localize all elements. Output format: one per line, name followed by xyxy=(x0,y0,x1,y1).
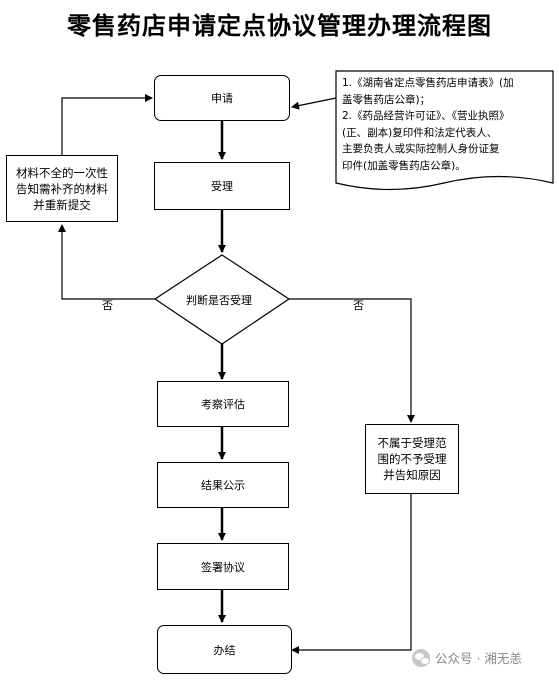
note-document-shape xyxy=(335,70,554,191)
not-accepted-box: 不属于受理范 围的不予受理 并告知原因 xyxy=(365,424,459,494)
step-evaluate: 考察评估 xyxy=(157,381,289,427)
not-accepted-line-2: 围的不予受理 xyxy=(377,452,447,466)
note-line-4: (正、副本)复印件和法定代表人、 xyxy=(342,126,498,139)
note-line-5: 主要负责人或实际控制人身份证复 xyxy=(342,143,500,155)
watermark: 公众号 · 湘无恙 xyxy=(412,648,522,667)
no-label-left: 否 xyxy=(102,299,113,312)
step-finish: 办结 xyxy=(157,625,292,674)
watermark-text: 公众号 · 湘无恙 xyxy=(435,651,522,666)
step-publicize: 结果公示 xyxy=(157,462,289,508)
decision-diamond xyxy=(153,254,291,345)
step-evaluate-label: 考察评估 xyxy=(201,398,245,411)
incomplete-line-2: 告知需补齐的材料 xyxy=(16,181,108,196)
arrow-decide-right-box xyxy=(289,298,415,423)
incomplete-line-3: 并重新提交 xyxy=(33,197,91,212)
arrow-left-box-apply xyxy=(61,94,153,155)
step-accept-label: 受理 xyxy=(211,180,233,193)
note-line-2: 盖零售药店公章)； xyxy=(342,93,431,106)
step-apply: 申请 xyxy=(154,75,290,121)
incomplete-line-1: 材料不全的一次性 xyxy=(16,165,108,180)
step-publicize-label: 结果公示 xyxy=(201,479,245,492)
not-accepted-line-3: 并告知原因 xyxy=(383,468,441,482)
step-finish-label: 办结 xyxy=(213,643,236,657)
required-documents-note: 1.《湖南省定点零售药店申请表》(加 盖零售药店公章)； 2.《药品经营许可证》… xyxy=(336,71,553,178)
arrow-decide-left-box xyxy=(58,224,157,300)
wechat-icon xyxy=(412,648,430,667)
not-accepted-line-1: 不属于受理范 xyxy=(377,436,447,450)
incomplete-materials-box: 材料不全的一次性 告知需补齐的材料 并重新提交 xyxy=(6,155,118,222)
page-title: 零售药店申请定点协议管理办理流程图 xyxy=(67,12,492,40)
step-decide-label: 判断是否受理 xyxy=(186,294,252,307)
step-sign-label: 签署协议 xyxy=(201,560,245,574)
note-line-6: 印件(加盖零售药店公章)。 xyxy=(342,159,466,172)
note-line-1: 1.《湖南省定点零售药店申请表》(加 xyxy=(342,77,514,89)
note-line-3: 2.《药品经营许可证》、《营业执照》 xyxy=(342,110,510,122)
arrow-right-box-finish xyxy=(291,494,412,654)
step-sign: 签署协议 xyxy=(157,543,289,590)
arrow-note-apply xyxy=(291,97,337,110)
step-apply-label: 申请 xyxy=(211,92,233,105)
step-accept: 受理 xyxy=(154,162,290,210)
no-label-right: 否 xyxy=(353,299,364,312)
